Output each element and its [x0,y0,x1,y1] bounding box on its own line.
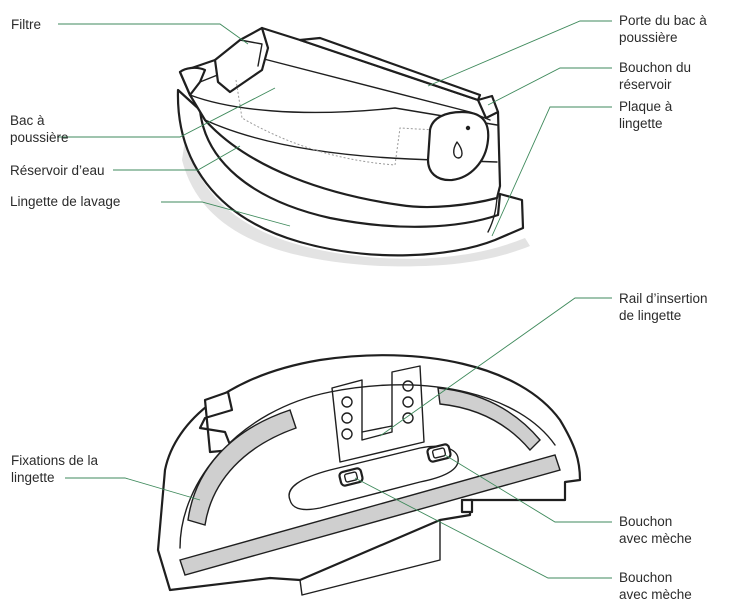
label-rail-insertion: Rail d’insertion de lingette [619,291,708,323]
bottom-assembly-illustration [156,354,582,596]
leader-bouchon-meche-1 [444,454,612,523]
leader-porte-bac [427,20,612,87]
label-lingette-lavage: Lingette de lavage [10,194,121,209]
tank-cap-shape [476,94,500,120]
top-assembly-illustration [176,26,530,267]
leader-lingette-lavage [161,201,291,227]
label-plaque-lingette: Plaque à lingette [619,99,673,131]
leader-bac-poussiere [57,87,276,138]
velcro-strip-left [187,409,297,526]
label-filtre: Filtre [11,17,41,32]
water-cap-shape [426,110,490,182]
leader-lines [57,20,612,579]
label-bouchon-meche-1: Bouchon avec mèche [619,514,692,546]
leader-bouchon-reservoir [487,67,612,106]
leader-fixations-lingette [65,477,201,501]
leader-bouchon-meche-2 [354,477,612,579]
velcro-strip-right [437,387,541,452]
leader-plaque-lingette [491,106,612,237]
velcro-strip-bottom [179,454,561,576]
leader-rail-insertion [379,297,612,437]
label-bac-poussiere: Bac à poussière [10,113,69,145]
label-fixations-lingette: Fixations de la lingette [11,453,99,485]
label-bouchon-meche-2: Bouchon avec mèche [619,570,692,602]
label-porte-bac: Porte du bac à poussière [619,13,707,45]
rail-block-shape [331,365,425,463]
leader-filtre [58,23,249,45]
label-reservoir-eau: Réservoir d’eau [10,163,105,178]
leader-reservoir-eau [113,145,241,171]
label-bouchon-reservoir: Bouchon du réservoir [619,60,692,92]
filter-tab-shape [213,26,270,94]
